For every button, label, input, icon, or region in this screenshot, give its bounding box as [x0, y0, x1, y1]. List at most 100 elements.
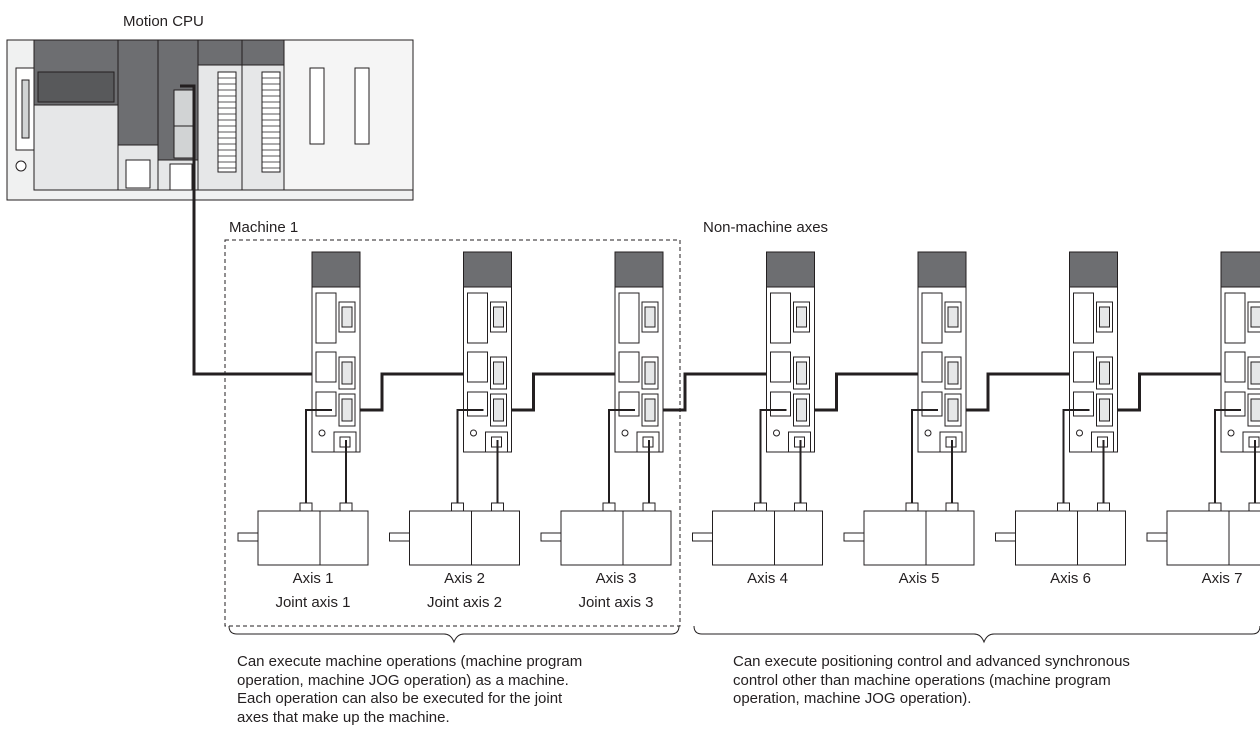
servo-motor-encoder: [319, 510, 369, 566]
servo-motor-encoder: [925, 510, 975, 566]
axis-name-label: Axis 3: [596, 570, 637, 587]
amplifier-port-frame: [1224, 391, 1246, 417]
amplifier-display: [467, 292, 488, 344]
amplifier-port-frame: [921, 351, 943, 383]
motor-power-cable: [1062, 409, 1090, 503]
amplifier-led: [470, 429, 477, 437]
amplifier-display: [315, 292, 337, 344]
servo-motor-shaft: [843, 532, 865, 542]
motor-power-connector: [299, 502, 313, 512]
cpu-label: Motion CPU: [123, 13, 204, 30]
amplifier-led: [773, 429, 780, 437]
axis-name-label: Axis 7: [1202, 570, 1243, 587]
motor-power-cable: [1214, 409, 1241, 503]
amplifier-connector-pin: [1250, 306, 1260, 328]
note-line: operation, machine JOG operation) as a m…: [237, 671, 569, 689]
servo-unit-3: [540, 251, 672, 566]
amplifier-display: [921, 292, 943, 344]
cn1a-port-inner: [1250, 361, 1260, 385]
amplifier-led: [318, 429, 326, 437]
motor-power-connector: [905, 502, 919, 512]
joint-axis-label: Joint axis 1: [275, 594, 350, 611]
amplifier-connector-pin: [644, 306, 656, 328]
amplifier-top-cover: [1069, 251, 1118, 288]
amplifier-port-frame: [1073, 351, 1094, 383]
joint-axis-label: Joint axis 3: [578, 594, 653, 611]
amplifier-top-cover: [766, 251, 815, 288]
sscnet-cable: [645, 372, 777, 412]
motor-encoder-connector: [1097, 502, 1110, 512]
servo-motor-body: [1166, 510, 1230, 566]
cn1a-port-inner: [947, 361, 959, 385]
servo-motor-body: [712, 510, 775, 566]
motor-power-cable: [608, 409, 635, 503]
non-machine-brace: [693, 625, 1260, 644]
amplifier-led: [621, 429, 629, 437]
amplifier-display: [1073, 292, 1094, 344]
amplifier-led: [1227, 429, 1235, 437]
servo-motor-body: [560, 510, 624, 566]
servo-unit-1: [237, 251, 369, 566]
sscnet-daisy-chain: [342, 372, 1231, 412]
note-line: axes that make up the machine.: [237, 708, 450, 726]
note-line: Can execute machine operations (machine …: [237, 653, 583, 670]
motor-encoder-connector: [642, 502, 656, 512]
sscnet-cable: [796, 372, 928, 412]
servo-motor-shaft: [1146, 532, 1168, 542]
cn1a-port-inner: [644, 361, 656, 385]
servo-unit-5: [843, 251, 975, 566]
servo-motor-encoder: [774, 510, 823, 566]
motion-cpu-module: [6, 39, 414, 201]
amplifier-led: [924, 429, 932, 437]
servo-motor-shaft: [389, 532, 410, 542]
cn1b-port-inner: [796, 398, 807, 422]
cn1a-port-inner: [796, 361, 807, 385]
motor-encoder-connector: [491, 502, 504, 512]
note-line: control other than machine operations (m…: [733, 671, 1111, 689]
amplifier-led: [1076, 429, 1083, 437]
amplifier-display: [618, 292, 640, 344]
axis-name-label: Axis 2: [444, 570, 485, 587]
sscnet-cable: [342, 372, 474, 412]
amplifier-port-frame: [770, 391, 791, 417]
servo-motor-shaft: [237, 532, 259, 542]
amplifier-top-cover: [1220, 251, 1260, 288]
servo-unit-4: [692, 251, 823, 566]
servo-units: [237, 251, 1260, 566]
amplifier-port-frame: [618, 351, 640, 383]
servo-motor-body: [257, 510, 321, 566]
amplifier-top-cover: [463, 251, 512, 288]
amplifier-top-cover: [917, 251, 967, 288]
motor-power-cable: [305, 409, 332, 503]
amplifier-port-frame: [618, 391, 640, 417]
amplifier-port-frame: [467, 391, 488, 417]
cn1a-port-inner: [341, 361, 353, 385]
axis-name-label: Axis 6: [1050, 570, 1091, 587]
servo-unit-2: [389, 251, 520, 566]
non-machine-group-label: Non-machine axes: [703, 219, 828, 236]
joint-axis-label: Joint axis 2: [427, 594, 502, 611]
servo-motor-shaft: [540, 532, 562, 542]
machine-brace: [228, 625, 680, 644]
amplifier-display: [1224, 292, 1246, 344]
servo-motor-shaft: [692, 532, 713, 542]
cpu-network-cable: [180, 84, 322, 376]
amplifier-connector-pin: [493, 306, 504, 328]
servo-motor-body: [863, 510, 927, 566]
cn1b-port-inner: [1099, 398, 1110, 422]
axis-name-label: Axis 1: [293, 570, 334, 587]
cn1b-port-inner: [644, 398, 656, 422]
motor-power-cable: [456, 409, 484, 503]
cn1b-port-inner: [947, 398, 959, 422]
amplifier-top-cover: [614, 251, 664, 288]
servo-motor-encoder: [1228, 510, 1260, 566]
cn1a-port-inner: [1099, 361, 1110, 385]
motor-power-connector: [1057, 502, 1070, 512]
motor-power-cable: [759, 409, 787, 503]
motor-power-cable: [911, 409, 938, 503]
machine-group-label: Machine 1: [229, 219, 298, 236]
servo-motor-body: [1015, 510, 1078, 566]
motor-power-connector: [451, 502, 464, 512]
axis-labels: Axis 1 Joint axis 1 Axis 2 Joint axis 2 Axis…: [275, 570, 1242, 611]
